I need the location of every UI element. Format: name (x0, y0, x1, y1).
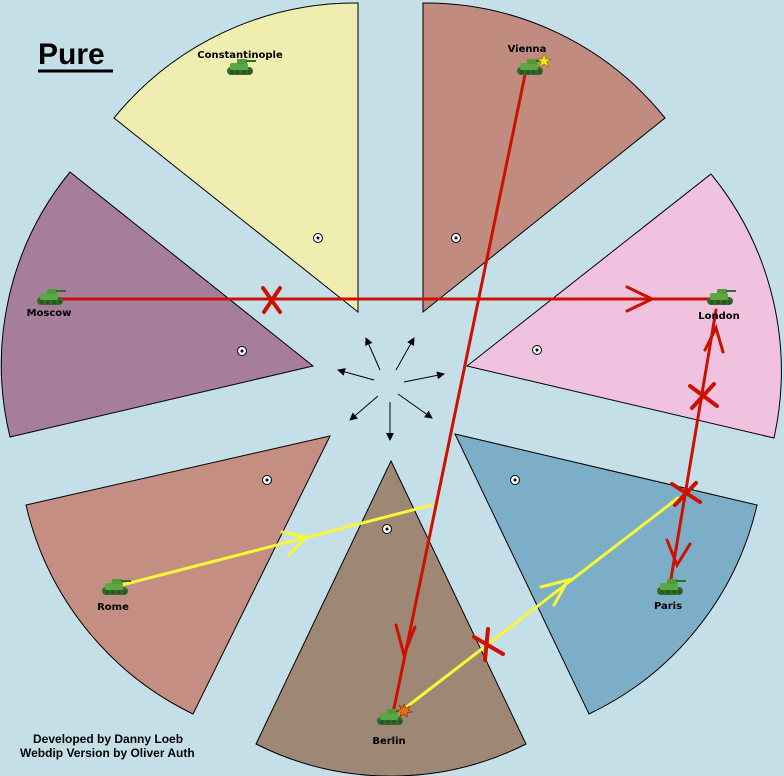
territory-label-constantinople: Constantinople (197, 50, 283, 61)
x-mark-berlin (472, 627, 505, 662)
failed-order-marks (261, 286, 719, 662)
territory-berlin[interactable] (255, 459, 527, 776)
territory-label-vienna: Vienna (508, 44, 547, 55)
territory-label-paris: Paris (654, 601, 682, 612)
territory-london[interactable] (465, 173, 782, 439)
unit-constantinople[interactable]: Constantinople (197, 50, 283, 75)
yellow-orders (116, 496, 680, 714)
unit-vienna[interactable]: Vienna (508, 44, 553, 75)
unit-rome[interactable]: Rome (97, 579, 131, 613)
map-title: Pure (38, 38, 105, 71)
unit-berlin[interactable]: Berlin (372, 703, 413, 747)
credit-line-1: Developed by Danny Loeb (33, 732, 183, 746)
unit-paris[interactable]: Paris (654, 579, 686, 612)
center-arrows-icon (337, 337, 445, 441)
territory-paris[interactable] (454, 433, 758, 715)
x-mark-london-paris (688, 382, 719, 410)
star-icon (535, 53, 553, 68)
territory-constantinople[interactable] (113, 2, 359, 314)
territory-label-rome: Rome (97, 602, 129, 613)
unit-moscow[interactable]: Moscow (27, 289, 72, 319)
x-mark-paris (670, 481, 702, 507)
territory-label-berlin: Berlin (372, 736, 405, 747)
credit-line-2: Webdip Version by Oliver Auth (20, 746, 195, 760)
explosion-icon (396, 703, 413, 718)
territory-label-london: London (698, 311, 740, 322)
territory-vienna[interactable] (422, 2, 666, 314)
red-orders (46, 68, 725, 720)
unit-london[interactable]: London (698, 289, 740, 322)
x-mark-moscow-london (261, 286, 282, 314)
territory-rome[interactable] (25, 435, 331, 715)
territory-moscow[interactable] (0, 171, 315, 438)
supply-centers (237, 233, 542, 534)
territory-label-moscow: Moscow (27, 308, 72, 319)
